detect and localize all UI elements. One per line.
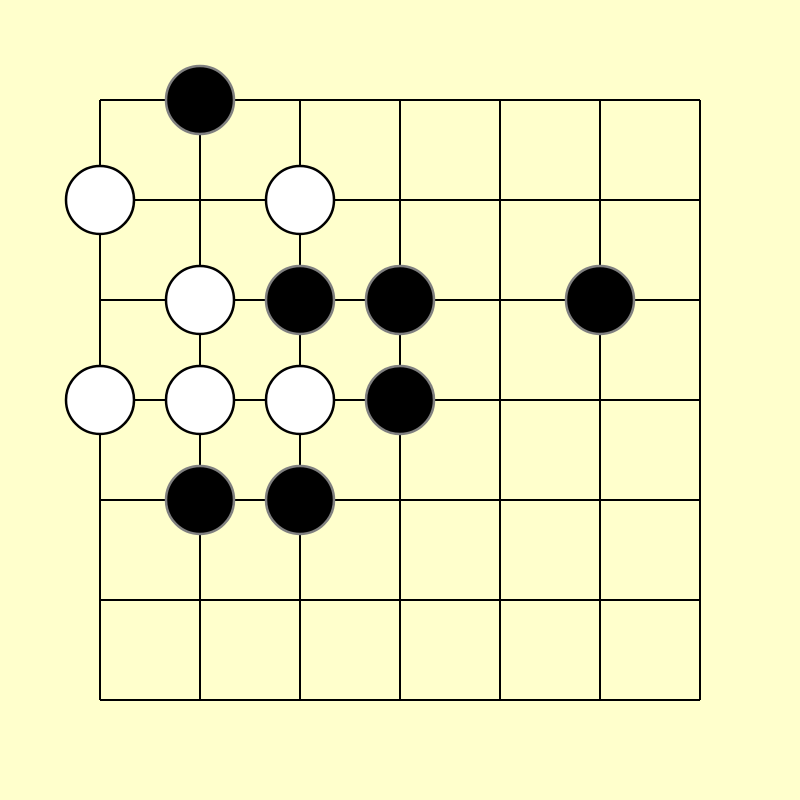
- white-stone[interactable]: [264, 164, 336, 236]
- black-stone[interactable]: [564, 264, 636, 336]
- black-stone[interactable]: [364, 364, 436, 436]
- black-stone[interactable]: [164, 64, 236, 136]
- white-stone[interactable]: [264, 364, 336, 436]
- white-stone[interactable]: [64, 164, 136, 236]
- white-stone[interactable]: [64, 364, 136, 436]
- black-stone[interactable]: [364, 264, 436, 336]
- stones-layer: [64, 64, 636, 536]
- black-stone[interactable]: [264, 264, 336, 336]
- white-stone[interactable]: [164, 364, 236, 436]
- black-stone[interactable]: [164, 464, 236, 536]
- white-stone[interactable]: [164, 264, 236, 336]
- black-stone[interactable]: [264, 464, 336, 536]
